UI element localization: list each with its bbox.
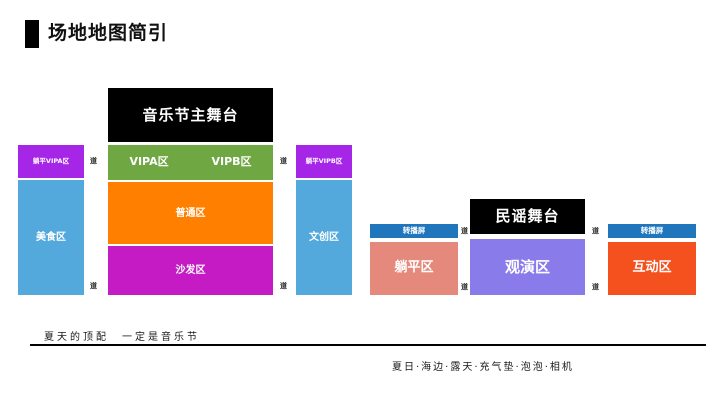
zone-vip-a-label: VIPA区 <box>129 155 169 169</box>
zone-broadcast-screen-left-label: 转播屏 <box>402 225 426 235</box>
zone-lay-vip-a-label: 躺平VIPA区 <box>32 156 70 165</box>
footer-tagline: 夏天的顶配 一定是音乐节 <box>44 332 200 343</box>
footer-divider <box>30 344 706 346</box>
zone-sofa[interactable]: 沙发区 <box>108 246 273 295</box>
zone-food-label: 美食区 <box>36 232 66 243</box>
footer-keywords: 夏日·海边·露天·充气垫·泡泡·相机 <box>392 362 574 373</box>
path-marker-cluster-right-bottom: 道 <box>592 283 599 291</box>
zone-vip-band[interactable]: VIPA区 VIPB区 <box>108 145 273 180</box>
path-marker-left-top: 道 <box>90 157 97 165</box>
path-marker-right-bottom: 道 <box>280 282 287 290</box>
page-header: 场地地图简引 <box>0 0 720 62</box>
path-marker-right-top: 道 <box>280 157 287 165</box>
zone-watch[interactable]: 观演区 <box>470 239 585 295</box>
zone-main-stage[interactable]: 音乐节主舞台 <box>108 88 273 142</box>
path-marker-cluster-left-top: 道 <box>461 227 468 235</box>
page-title: 场地地图简引 <box>48 22 169 44</box>
zone-normal[interactable]: 普通区 <box>108 182 273 244</box>
zone-culture[interactable]: 文创区 <box>296 180 352 295</box>
zone-sofa-label: 沙发区 <box>175 265 206 276</box>
zone-folk-stage[interactable]: 民谣舞台 <box>470 199 585 234</box>
zone-lay-vip-b[interactable]: 躺平VIPB区 <box>296 145 352 178</box>
zone-interact-label: 互动区 <box>632 260 672 276</box>
title-accent-bar <box>25 20 39 48</box>
zone-broadcast-screen-left[interactable]: 转播屏 <box>370 224 458 238</box>
path-marker-cluster-left-bottom: 道 <box>461 283 468 291</box>
zone-interact[interactable]: 互动区 <box>608 242 696 295</box>
zone-vip-b-label: VIPB区 <box>211 155 252 169</box>
path-marker-cluster-right-top: 道 <box>592 227 599 235</box>
zone-culture-label: 文创区 <box>309 232 339 243</box>
zone-normal-label: 普通区 <box>175 207 206 219</box>
zone-main-stage-label: 音乐节主舞台 <box>142 105 239 124</box>
zone-watch-label: 观演区 <box>504 257 550 276</box>
zone-lay-vip-b-label: 躺平VIPB区 <box>305 156 343 165</box>
zone-lay-vip-a[interactable]: 躺平VIPA区 <box>18 145 84 178</box>
zone-folk-stage-label: 民谣舞台 <box>495 207 560 226</box>
zone-broadcast-screen-right[interactable]: 转播屏 <box>608 224 696 238</box>
path-marker-left-bottom: 道 <box>90 282 97 290</box>
zone-lay-label: 躺平区 <box>394 260 434 276</box>
zone-lay[interactable]: 躺平区 <box>370 242 458 295</box>
zone-broadcast-screen-right-label: 转播屏 <box>640 225 664 235</box>
zone-food[interactable]: 美食区 <box>18 180 84 295</box>
